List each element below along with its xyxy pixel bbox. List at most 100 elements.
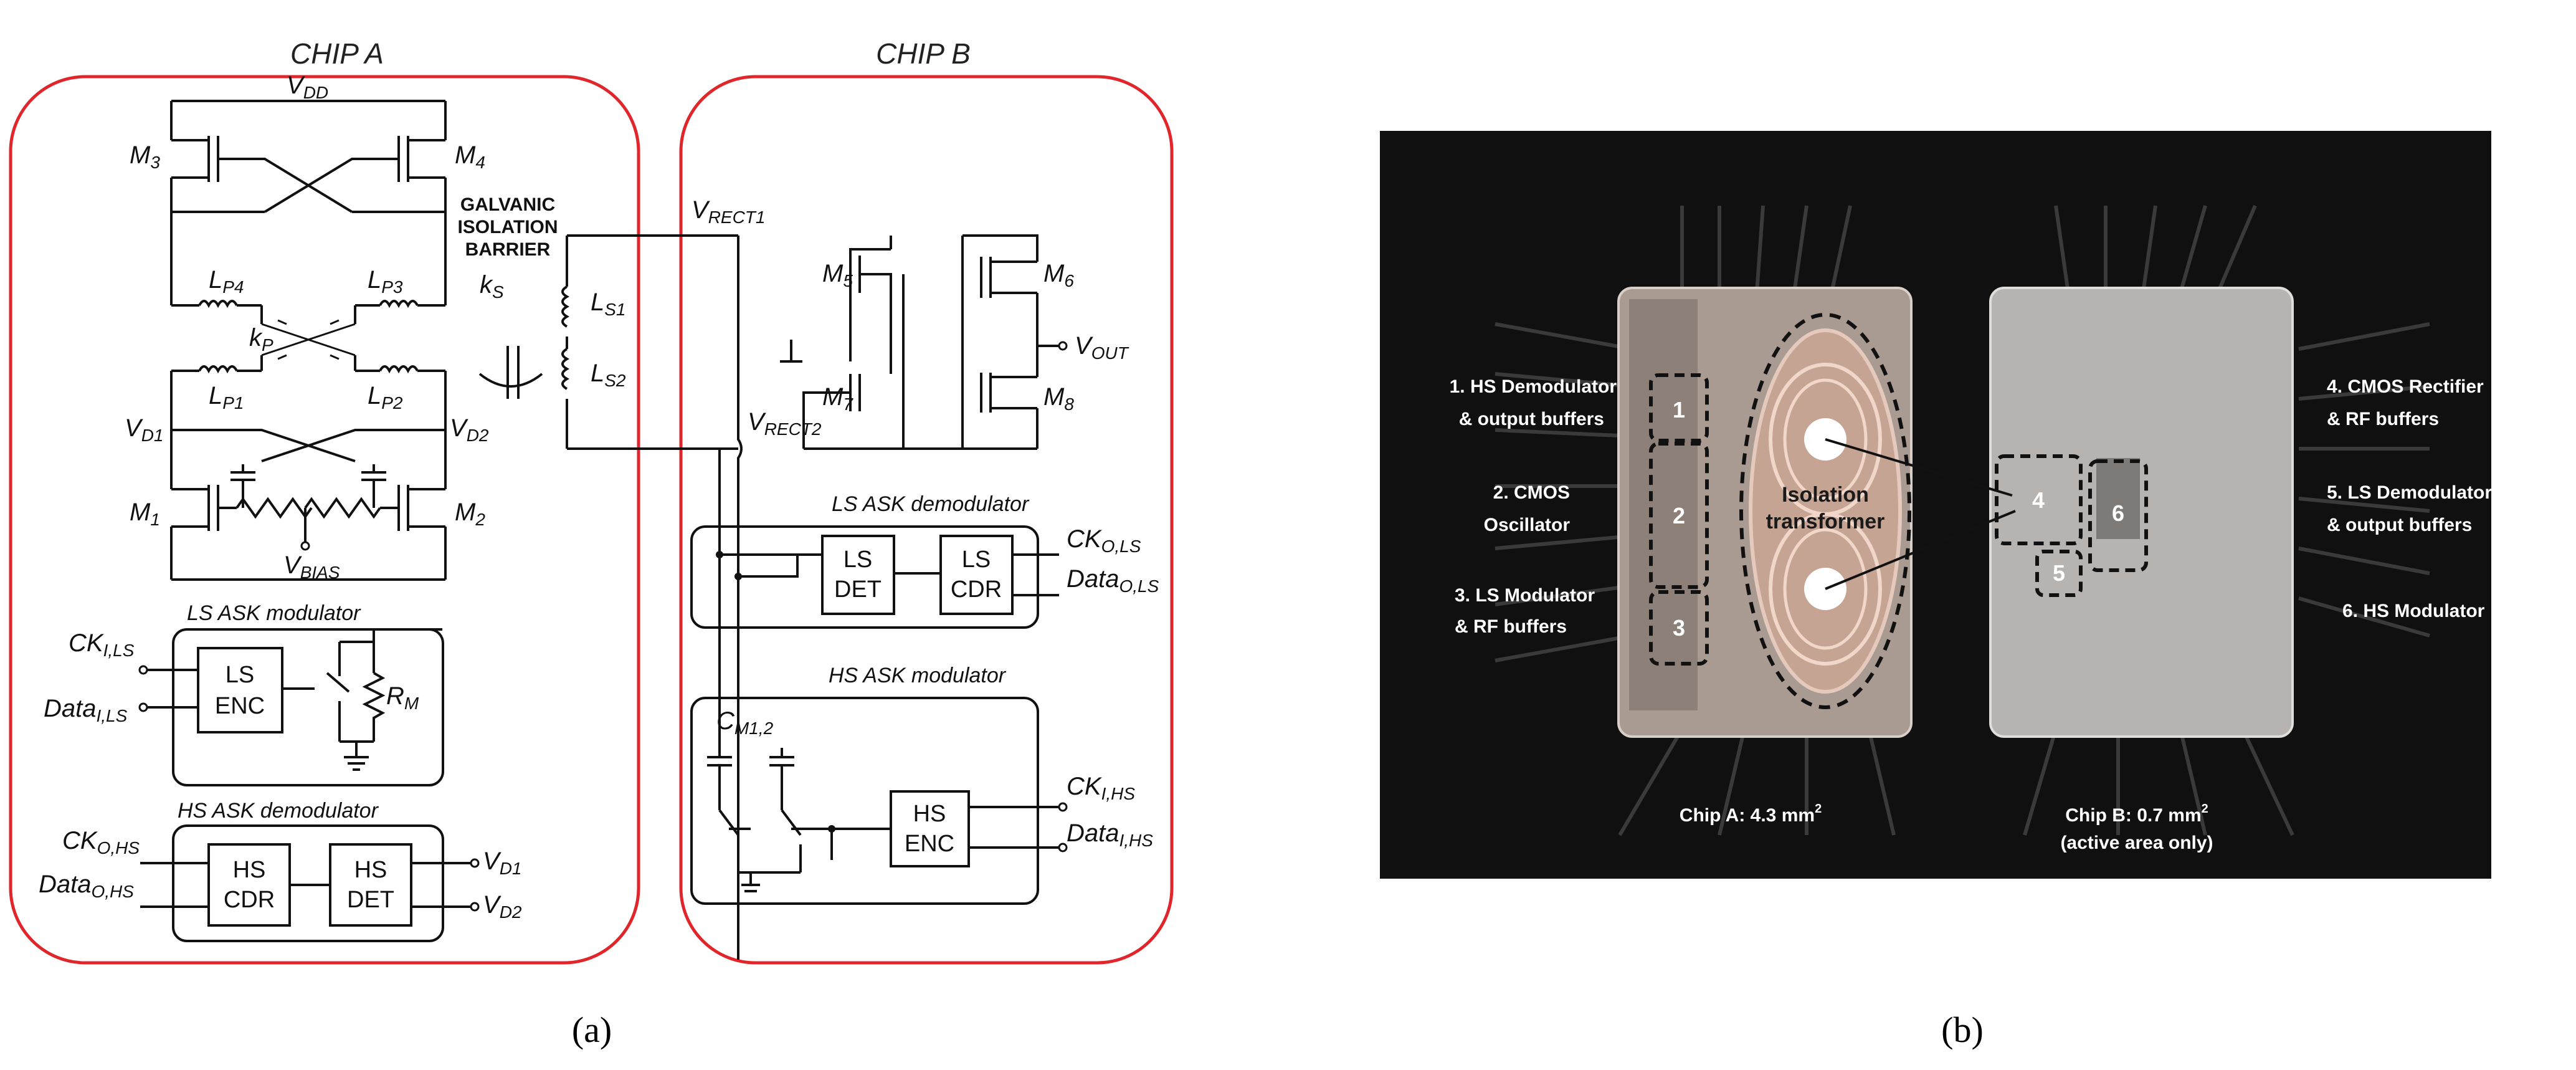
ck-o-hs-label: CKO,HS bbox=[62, 827, 140, 857]
lp2-label: LP2 bbox=[368, 382, 403, 413]
hs-demod-wiring bbox=[140, 862, 470, 908]
m3-label: M3 bbox=[130, 141, 160, 172]
data-o-hs-label: DataO,HS bbox=[39, 871, 134, 901]
secondary-inductors bbox=[561, 234, 743, 960]
ck-i-hs-label: CKI,HS bbox=[1067, 773, 1135, 803]
vd2-b-label: VD2 bbox=[483, 891, 522, 922]
label-4-line-2: & RF buffers bbox=[2327, 409, 2439, 429]
box-1: 1 bbox=[1673, 397, 1685, 423]
ls-det-line-2: DET bbox=[834, 576, 882, 603]
kp-label: kP bbox=[249, 324, 273, 355]
chip-a-area: Chip A: 4.3 mm2 bbox=[1680, 802, 1822, 826]
region-boxes bbox=[1649, 373, 2148, 666]
lp3-label: LP3 bbox=[368, 266, 403, 297]
m5-label: M5 bbox=[822, 260, 853, 290]
hs-ask-demodulator-title: HS ASK demodulator bbox=[178, 799, 379, 823]
vout-label: VOUT bbox=[1075, 332, 1129, 363]
box-3: 3 bbox=[1673, 615, 1685, 641]
hs-det-line-2: DET bbox=[347, 887, 394, 913]
hs-mod-wiring bbox=[707, 748, 1059, 892]
chip-b-die bbox=[1989, 287, 2294, 738]
m8-label: M8 bbox=[1043, 383, 1074, 414]
label-5-line-1: 5. LS Demodulator bbox=[2327, 482, 2492, 503]
vd1-label: VD1 bbox=[125, 414, 163, 445]
lp4-label: LP4 bbox=[209, 266, 244, 297]
data-o-ls-label: DataO,LS bbox=[1067, 565, 1159, 596]
barrier-line-3: BARRIER bbox=[465, 239, 551, 260]
nmos-pair bbox=[170, 371, 447, 581]
ls-det-line-1: LS bbox=[844, 547, 872, 573]
label-4-line-1: 4. CMOS Rectifier bbox=[2327, 376, 2484, 397]
leader-lines bbox=[1825, 438, 2016, 590]
chip-b-area: Chip B: 0.7 mm2 bbox=[2065, 802, 2208, 826]
barrier-line-2: ISOLATION bbox=[457, 217, 558, 237]
iso-label-2: transformer bbox=[1766, 510, 1885, 533]
label-1-line-2: & output buffers bbox=[1459, 409, 1604, 429]
label-6: 6. HS Modulator bbox=[2342, 601, 2485, 621]
vrect2-label: VRECT2 bbox=[748, 408, 822, 439]
label-3-line-1: 3. LS Modulator bbox=[1455, 585, 1595, 606]
m4-label: M4 bbox=[455, 141, 485, 172]
rectifier bbox=[780, 234, 1059, 450]
ls-det-block bbox=[821, 535, 895, 615]
vd1-b-label: VD1 bbox=[483, 848, 521, 878]
die-photo-panel: 1 2 3 4 5 6 Isolation transformer 1. HS … bbox=[1380, 131, 2492, 1050]
galvanic-barrier bbox=[478, 346, 543, 399]
box-5: 5 bbox=[2053, 560, 2065, 586]
label-2-line-1: 2. CMOS bbox=[1493, 482, 1570, 503]
label-3-line-2: & RF buffers bbox=[1455, 616, 1567, 637]
chip-b-outline bbox=[679, 75, 1174, 965]
ks-label: kS bbox=[480, 271, 504, 302]
chip-b-note: (active area only) bbox=[2060, 833, 2213, 853]
hs-enc-line-2: ENC bbox=[905, 831, 954, 857]
box-2: 2 bbox=[1673, 503, 1685, 528]
ls-cdr-line-1: LS bbox=[962, 547, 991, 573]
m6-label: M6 bbox=[1043, 260, 1074, 290]
ls2-label: LS2 bbox=[591, 360, 626, 390]
ls-ask-demodulator-box bbox=[690, 525, 1039, 629]
hs-cdr-line-1: HS bbox=[233, 857, 266, 883]
caption-b: (b) bbox=[1941, 1010, 1984, 1050]
caption-a: (a) bbox=[572, 1010, 612, 1050]
ls-cdr-block bbox=[939, 535, 1014, 615]
ls-ask-demodulator-title: LS ASK demodulator bbox=[832, 492, 1030, 516]
label-2-line-2: Oscillator bbox=[1484, 515, 1571, 535]
box-6: 6 bbox=[2112, 500, 2124, 526]
box-4: 4 bbox=[2032, 487, 2045, 513]
hs-ask-demodulator-box bbox=[172, 824, 444, 942]
m7-label: M7 bbox=[822, 383, 853, 414]
bond-wires bbox=[1495, 204, 2430, 836]
rm-label: RM bbox=[386, 682, 419, 713]
hs-det-line-1: HS bbox=[354, 857, 387, 883]
ls-enc-block bbox=[197, 647, 283, 733]
ck-o-ls-label: CKO,LS bbox=[1067, 525, 1141, 556]
ls-cdr-line-2: CDR bbox=[951, 576, 1002, 603]
data-i-ls-label: DataI,LS bbox=[44, 695, 128, 725]
ls-demod-wiring bbox=[720, 553, 1059, 596]
lp1-label: LP1 bbox=[209, 382, 244, 413]
vd2-label: VD2 bbox=[450, 414, 489, 445]
barrier-line-1: GALVANIC bbox=[460, 194, 555, 215]
chip-b-title: CHIP B bbox=[876, 37, 971, 70]
cm12-label: CM1,2 bbox=[716, 707, 774, 738]
data-i-hs-label: DataI,HS bbox=[1067, 819, 1153, 850]
ls-ask-modulator-title: LS ASK modulator bbox=[187, 601, 361, 625]
label-5-line-2: & output buffers bbox=[2327, 515, 2472, 535]
vbias-terminal bbox=[300, 541, 310, 551]
hs-ask-modulator-title: HS ASK modulator bbox=[829, 664, 1007, 687]
ls-mod-wiring bbox=[146, 628, 442, 771]
vrect1-label: VRECT1 bbox=[692, 196, 765, 227]
chip-a-title: CHIP A bbox=[290, 37, 384, 70]
schematic-panel: CHIP A CHIP B VDD M3 M4 bbox=[9, 37, 1174, 1050]
chip-a-outline bbox=[9, 75, 640, 965]
hs-enc-line-1: HS bbox=[913, 801, 946, 827]
vdd-label: VDD bbox=[287, 72, 328, 102]
m2-label: M2 bbox=[455, 499, 485, 529]
vbias-label: VBIAS bbox=[283, 552, 340, 582]
pmos-pair bbox=[170, 100, 447, 305]
iso-label-1: Isolation bbox=[1782, 483, 1869, 507]
hs-enc-block bbox=[890, 790, 970, 867]
ck-i-ls-label: CKI,LS bbox=[69, 629, 135, 660]
primary-inductors bbox=[171, 300, 445, 374]
